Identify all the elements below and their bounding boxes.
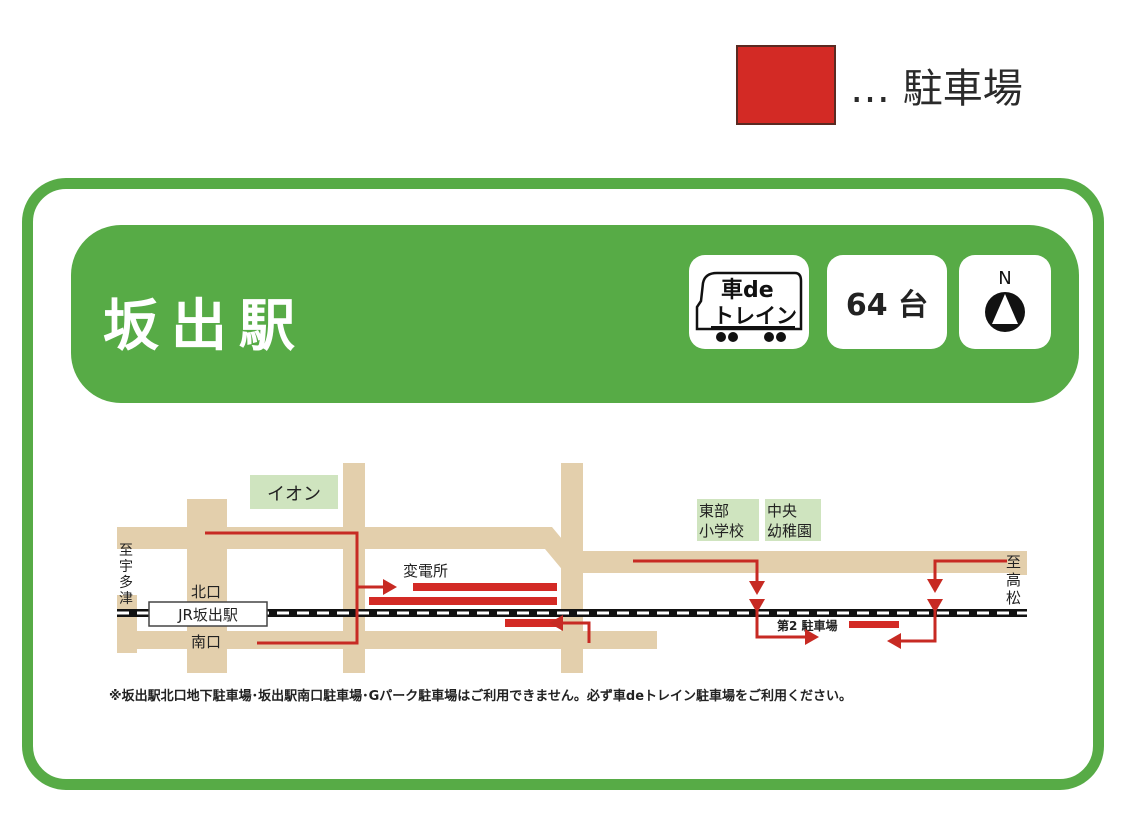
kindergarten-landmark <box>765 499 821 541</box>
station-box <box>148 601 268 627</box>
parking-lots <box>369 583 899 628</box>
parking-count-badge: 64 台 <box>827 255 947 349</box>
to-utazu-3: 多 <box>119 574 133 591</box>
north-label: N <box>998 268 1011 289</box>
east-school-landmark <box>697 499 759 541</box>
legend-parking-swatch <box>736 45 836 125</box>
east-school-label-1: 東部 <box>699 502 729 520</box>
south-exit-label: 南口 <box>191 633 221 651</box>
route-arrowheads <box>383 579 943 649</box>
east-school-label-2: 小学校 <box>699 522 744 540</box>
kindergarten-label-1: 中央 <box>767 502 797 520</box>
station-map-label: JR坂出駅 <box>177 606 238 624</box>
legend: … 駐車場 <box>736 44 1023 126</box>
to-utazu-4: 津 <box>119 591 133 607</box>
car-de-train-logo-badge: 車de トレイン <box>689 255 809 349</box>
station-banner: 坂出駅 車de トレイン 64 台 N <box>71 225 1079 403</box>
legend-label: … 駐車場 <box>850 66 1023 112</box>
north-exit-label: 北口 <box>191 583 221 601</box>
to-takamatsu-1: 至 <box>1006 553 1021 571</box>
railway-line <box>117 609 1027 617</box>
station-title: 坂出駅 <box>103 294 307 359</box>
to-utazu-1: 至 <box>119 543 133 559</box>
logo-line2: トレイン <box>713 304 797 328</box>
road-network <box>117 463 1027 673</box>
to-takamatsu-2: 高 <box>1006 571 1021 589</box>
aeon-landmark <box>250 475 338 509</box>
substation-label: 変電所 <box>403 562 448 580</box>
station-area-map: イオン 東部 小学校 中央 幼稚園 変電所 JR坂出駅 北口 南口 至 宇 多 … <box>117 463 1027 673</box>
compass-north-icon: N <box>985 268 1025 332</box>
logo-line1: 車de <box>721 278 774 303</box>
to-takamatsu-3: 松 <box>1006 589 1021 607</box>
station-card: 坂出駅 車de トレイン 64 台 N <box>22 178 1104 790</box>
second-lot-label: 第2 駐車場 <box>777 618 838 633</box>
to-utazu-2: 宇 <box>119 559 133 575</box>
kindergarten-label-2: 幼稚園 <box>767 522 812 540</box>
car-de-train-logo-icon: 車de トレイン <box>695 271 803 342</box>
aeon-label: イオン <box>267 484 321 505</box>
parking-notice: ※坂出駅北口地下駐車場･坂出駅南口駐車場･Gパーク駐車場はご利用できません。必ず… <box>109 689 853 704</box>
north-indicator-badge: N <box>959 255 1051 349</box>
route-arrows <box>205 531 1007 645</box>
